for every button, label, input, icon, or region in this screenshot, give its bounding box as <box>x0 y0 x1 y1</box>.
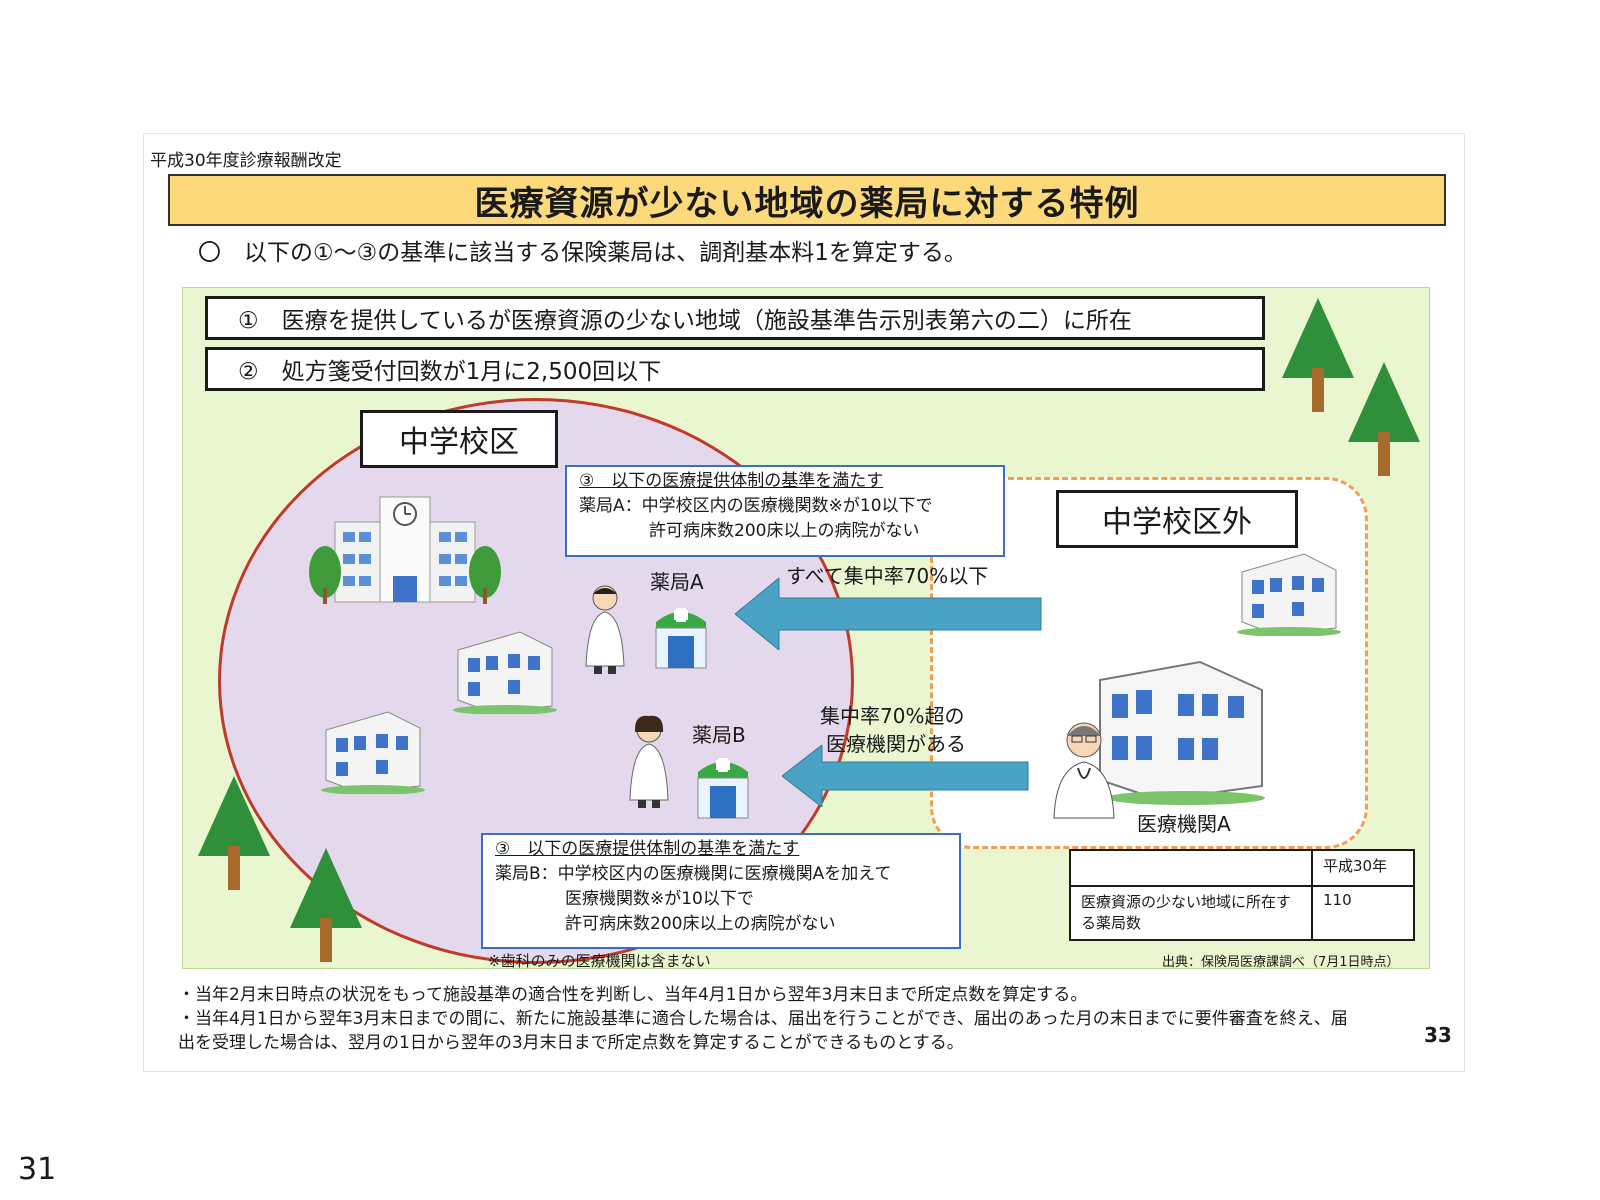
notes-list: ・当年2月末日時点の状況をもって施設基準の適合性を判断し、当年4月1日から翌年3… <box>178 983 1358 1055</box>
criterion-1: ① 医療を提供しているが医療資源の少ない地域（施設基準告示別表第六の二）に所在 <box>205 296 1265 340</box>
box-b-line3: 医療機関数※が10以下で <box>565 889 754 909</box>
pharmacy-count-table: 平成30年 医療資源の少ない地域に所在する薬局数 110 <box>1069 849 1415 941</box>
clinic-building-icon <box>1237 553 1341 636</box>
note-item: ・当年4月1日から翌年3月末日までの間に、新たに施設基準に適合した場合は、届出を… <box>178 1009 1348 1053</box>
table-header-year: 平成30年 <box>1311 849 1415 887</box>
table-corner-cell <box>1069 849 1313 887</box>
box-a-line3: 許可病床数200床以上の病院がない <box>649 521 920 541</box>
pharmacist-b-icon <box>629 715 669 808</box>
box-a-line1: ③ 以下の医療提供体制の基準を満たす <box>579 471 884 491</box>
slide-page-number: 33 <box>1424 1023 1452 1047</box>
revision-label: 平成30年度診療報酬改定 <box>150 151 342 171</box>
pharmacy-b-label: 薬局B <box>692 723 746 747</box>
dental-footnote: ※歯科のみの医療機関は含まない <box>488 952 711 970</box>
box-a-line2: 薬局A：中学校区内の医療機関数※が10以下で <box>579 496 933 516</box>
source-note: 出典：保険局医療課調べ（7月1日時点） <box>1162 955 1400 970</box>
lead-text: 〇 以下の①～③の基準に該当する保険薬局は、調剤基本料1を算定する。 <box>198 240 967 266</box>
clinic-building-icon <box>453 631 557 714</box>
arrow-b-label-1: 集中率70%超の <box>820 704 965 728</box>
box-b-line4: 許可病床数200床以上の病院がない <box>565 914 836 934</box>
pharmacy-b-shop-icon <box>697 758 749 819</box>
hospital-building-icon <box>1099 660 1265 805</box>
document-page-number: 31 <box>18 1152 57 1187</box>
pharmacist-a-icon <box>585 585 625 674</box>
slide-title: 医療資源が少ない地域の薬局に対する特例 <box>168 174 1446 226</box>
arrow-b-icon <box>782 745 1029 807</box>
table-row-value: 110 <box>1311 885 1415 941</box>
tree-icon <box>1348 362 1420 476</box>
pharmacy-a-shop-icon <box>655 608 707 669</box>
outside-district-label: 中学校区外 <box>1056 490 1298 548</box>
school-district-label: 中学校区 <box>360 410 558 468</box>
tree-icon <box>290 848 362 962</box>
criterion-2: ② 処方箋受付回数が1月に2,500回以下 <box>205 347 1265 391</box>
tree-icon <box>198 776 270 890</box>
note-item: ・当年2月末日時点の状況をもって施設基準の適合性を判断し、当年4月1日から翌年3… <box>178 985 1088 1005</box>
arrow-a-label: すべて集中率70%以下 <box>786 564 989 588</box>
table-row-label: 医療資源の少ない地域に所在する薬局数 <box>1069 885 1313 941</box>
arrow-a-icon <box>735 578 1042 650</box>
criterion-3-box-a: ③ 以下の医療提供体制の基準を満たす 薬局A：中学校区内の医療機関数※が10以下… <box>565 465 1005 557</box>
tree-icon <box>1282 298 1354 412</box>
doctor-icon <box>1053 722 1115 819</box>
clinic-building-icon <box>321 711 425 794</box>
hospital-a-label: 医療機関A <box>1137 812 1231 836</box>
box-b-line2: 薬局B：中学校区内の医療機関に医療機関Aを加えて <box>495 864 892 884</box>
criterion-3-box-b: ③ 以下の医療提供体制の基準を満たす 薬局B：中学校区内の医療機関に医療機関Aを… <box>481 833 961 949</box>
school-building-icon <box>309 496 501 604</box>
box-b-line1: ③ 以下の医療提供体制の基準を満たす <box>495 839 800 859</box>
arrow-b-label-2: 医療機関がある <box>826 732 966 756</box>
pharmacy-a-label: 薬局A <box>650 570 704 594</box>
